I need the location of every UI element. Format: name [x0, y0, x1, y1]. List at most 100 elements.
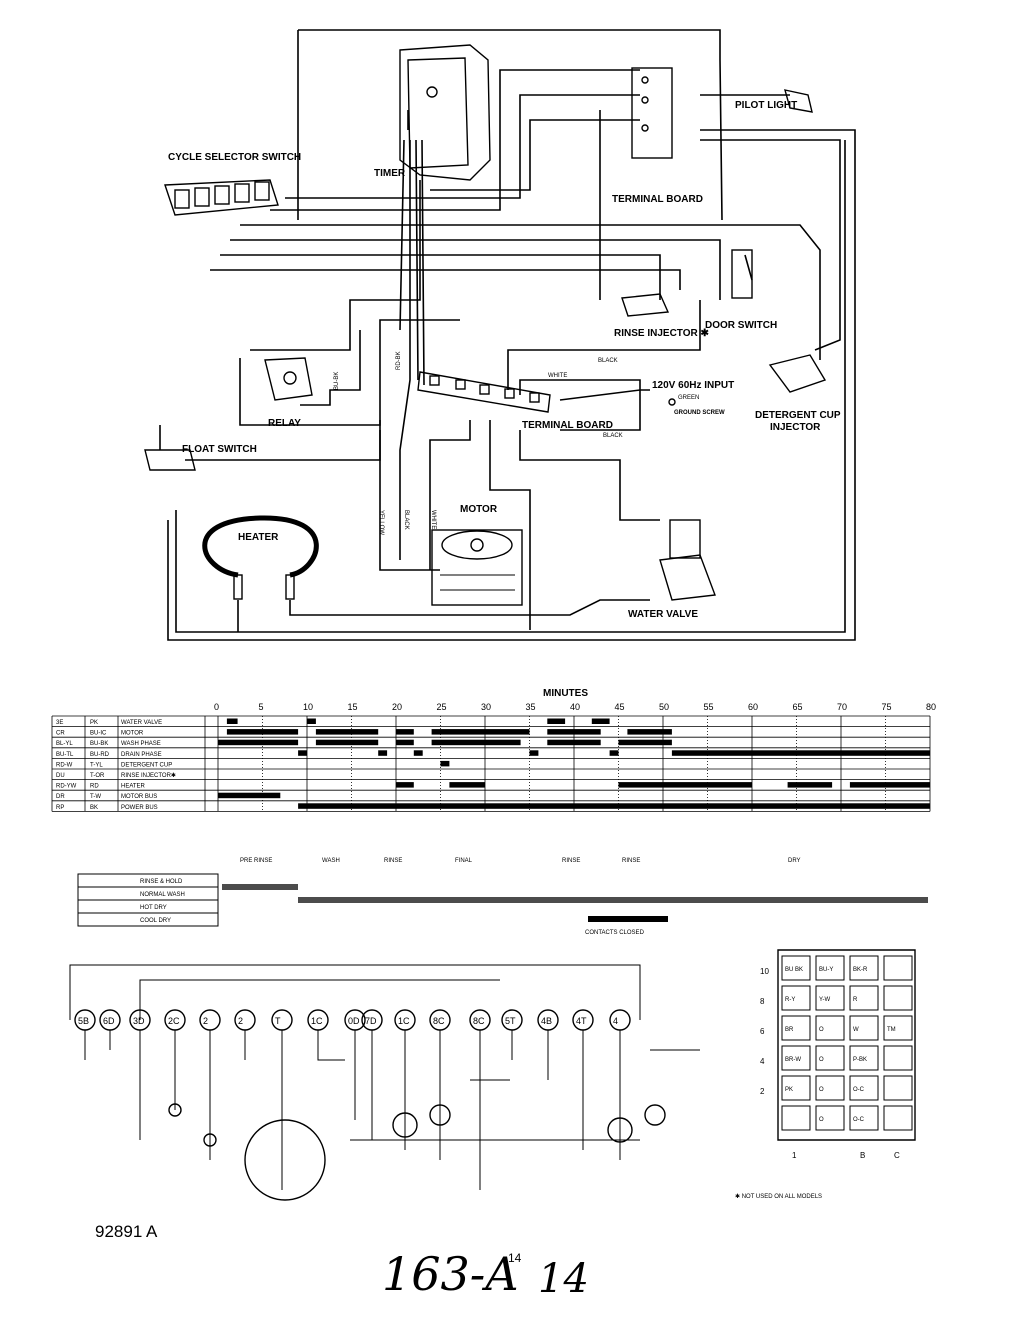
connector-cell [849, 1105, 879, 1131]
connector-cell-label: BK-R [853, 967, 868, 973]
connector-cell-label: TM [887, 1027, 896, 1033]
connector-cell [849, 955, 879, 981]
row-wire: BU-BK [90, 741, 108, 747]
row-contacts: DR [56, 794, 65, 800]
connector-cell-label: R [853, 997, 858, 1003]
schematic-node-label: 2C [168, 1016, 180, 1026]
row-wire: BU-IC [90, 731, 107, 737]
minute-tick-label: 10 [303, 702, 313, 712]
water-valve-label: WATER VALVE [628, 609, 698, 620]
cycle-selector-switch: CYCLE SELECTOR SWITCH [164, 152, 301, 216]
row-function: MOTOR [121, 731, 144, 737]
connector-cell [849, 1045, 879, 1071]
connector-cell-label: BU-Y [819, 967, 833, 973]
door-switch-label: DOOR SWITCH [705, 320, 777, 331]
minute-tick-label: 40 [570, 702, 580, 712]
schematic-node [164, 1009, 186, 1031]
row-contacts: 3E [56, 720, 63, 726]
row-function: WASH PHASE [121, 741, 161, 747]
connector-cell-label: P-BK [853, 1057, 867, 1063]
sequence-bar [413, 750, 423, 756]
connector-cell [815, 1015, 845, 1041]
minute-tick-label: 50 [659, 702, 669, 712]
schematic-node-label: 0D [348, 1016, 360, 1026]
detergent-label-2: INJECTOR [770, 422, 821, 433]
pilot-light: PILOT LIGHT [735, 89, 813, 113]
sequence-bar [226, 718, 238, 724]
connector-cell [781, 1075, 811, 1101]
schematic-node [271, 1009, 293, 1031]
row-function: MOTOR BUS [121, 794, 157, 800]
minute-tick-label: 70 [837, 702, 847, 712]
schematic-node [501, 1009, 523, 1031]
schematic-node-label: 1C [398, 1016, 410, 1026]
motor: MOTOR YELLOW BLACK WHITE [378, 504, 523, 606]
legend-bar [588, 916, 668, 922]
connector-cell-label: O [819, 1027, 824, 1033]
minute-tick-label: 45 [615, 702, 625, 712]
connector-cell [883, 985, 913, 1011]
phase-label: WASH [322, 858, 340, 864]
heater-label: HEATER [238, 532, 279, 543]
schematic-node-label: T [275, 1016, 281, 1026]
schematic-node [307, 1009, 329, 1031]
connector-cell [781, 1045, 811, 1071]
chart-bars [218, 718, 931, 809]
schematic-node [394, 1009, 416, 1031]
black-wire-label-1: BLACK [598, 358, 618, 364]
pilot-light-label: PILOT LIGHT [735, 100, 797, 111]
row-function: WATER VALVE [121, 720, 162, 726]
row-contacts: CR [56, 731, 65, 737]
terminal-board-top: TERMINAL BOARD [612, 67, 703, 205]
connector-cell-label: PK [785, 1087, 793, 1093]
sequence-bar [431, 729, 530, 735]
connector-cell [815, 985, 845, 1011]
row-function: RINSE INJECTOR✱ [121, 772, 176, 779]
green-wire-label: GREEN [678, 395, 699, 401]
connector-cell [781, 955, 811, 981]
sequence-bar [547, 718, 566, 724]
sequence-bar [396, 739, 414, 746]
sequence-bar [298, 803, 931, 809]
connector-cell [883, 1075, 913, 1101]
schematic-node [234, 1009, 256, 1031]
sequence-bar [671, 750, 930, 756]
row-wire: RD [90, 784, 99, 790]
door-switch: DOOR SWITCH [705, 249, 777, 331]
row-wire: T-OR [90, 773, 105, 779]
connector-cell-label: BU BK [785, 967, 803, 973]
schematic-node-label: 2 [203, 1016, 208, 1026]
relay-label: RELAY [268, 418, 301, 429]
schematic-node-label: 6D [103, 1016, 115, 1026]
schematic-node-label: 4B [541, 1016, 552, 1026]
minute-tick-label: 55 [704, 702, 714, 712]
cycle-name: RINSE & HOLD [140, 879, 183, 885]
connector-cell-label: W [853, 1027, 859, 1033]
minute-tick-label: 80 [926, 702, 936, 712]
row-contacts: BL-YL [56, 741, 73, 747]
cycle-selector-label: CYCLE SELECTOR SWITCH [168, 152, 301, 163]
float-switch: FLOAT SWITCH [144, 425, 257, 471]
sequence-bar [547, 739, 601, 746]
terminal-board-bottom-label: TERMINAL BOARD [522, 420, 613, 431]
yellow-wire-label: YELLOW [378, 510, 384, 535]
connector-cell [815, 1075, 845, 1101]
terminal-board-top-label: TERMINAL BOARD [612, 194, 703, 205]
relay: RELAY BU-BK RD-BK [264, 351, 402, 429]
sequence-bar [298, 750, 307, 756]
minute-tick-label: 25 [437, 702, 447, 712]
black-vertical-label: BLACK [403, 510, 409, 530]
sequence-bar [849, 782, 930, 788]
connector-row-number: 2 [760, 1087, 765, 1096]
connector-cell [849, 985, 879, 1011]
minute-tick-label: 75 [882, 702, 892, 712]
cycle-name: NORMAL WASH [140, 892, 185, 898]
sequence-bar [315, 729, 379, 735]
page-number: 14 [508, 1251, 522, 1265]
connector-cell [815, 1105, 845, 1131]
connector-cell-label: O [819, 1057, 824, 1063]
black-wire-label-2: BLACK [603, 433, 623, 439]
